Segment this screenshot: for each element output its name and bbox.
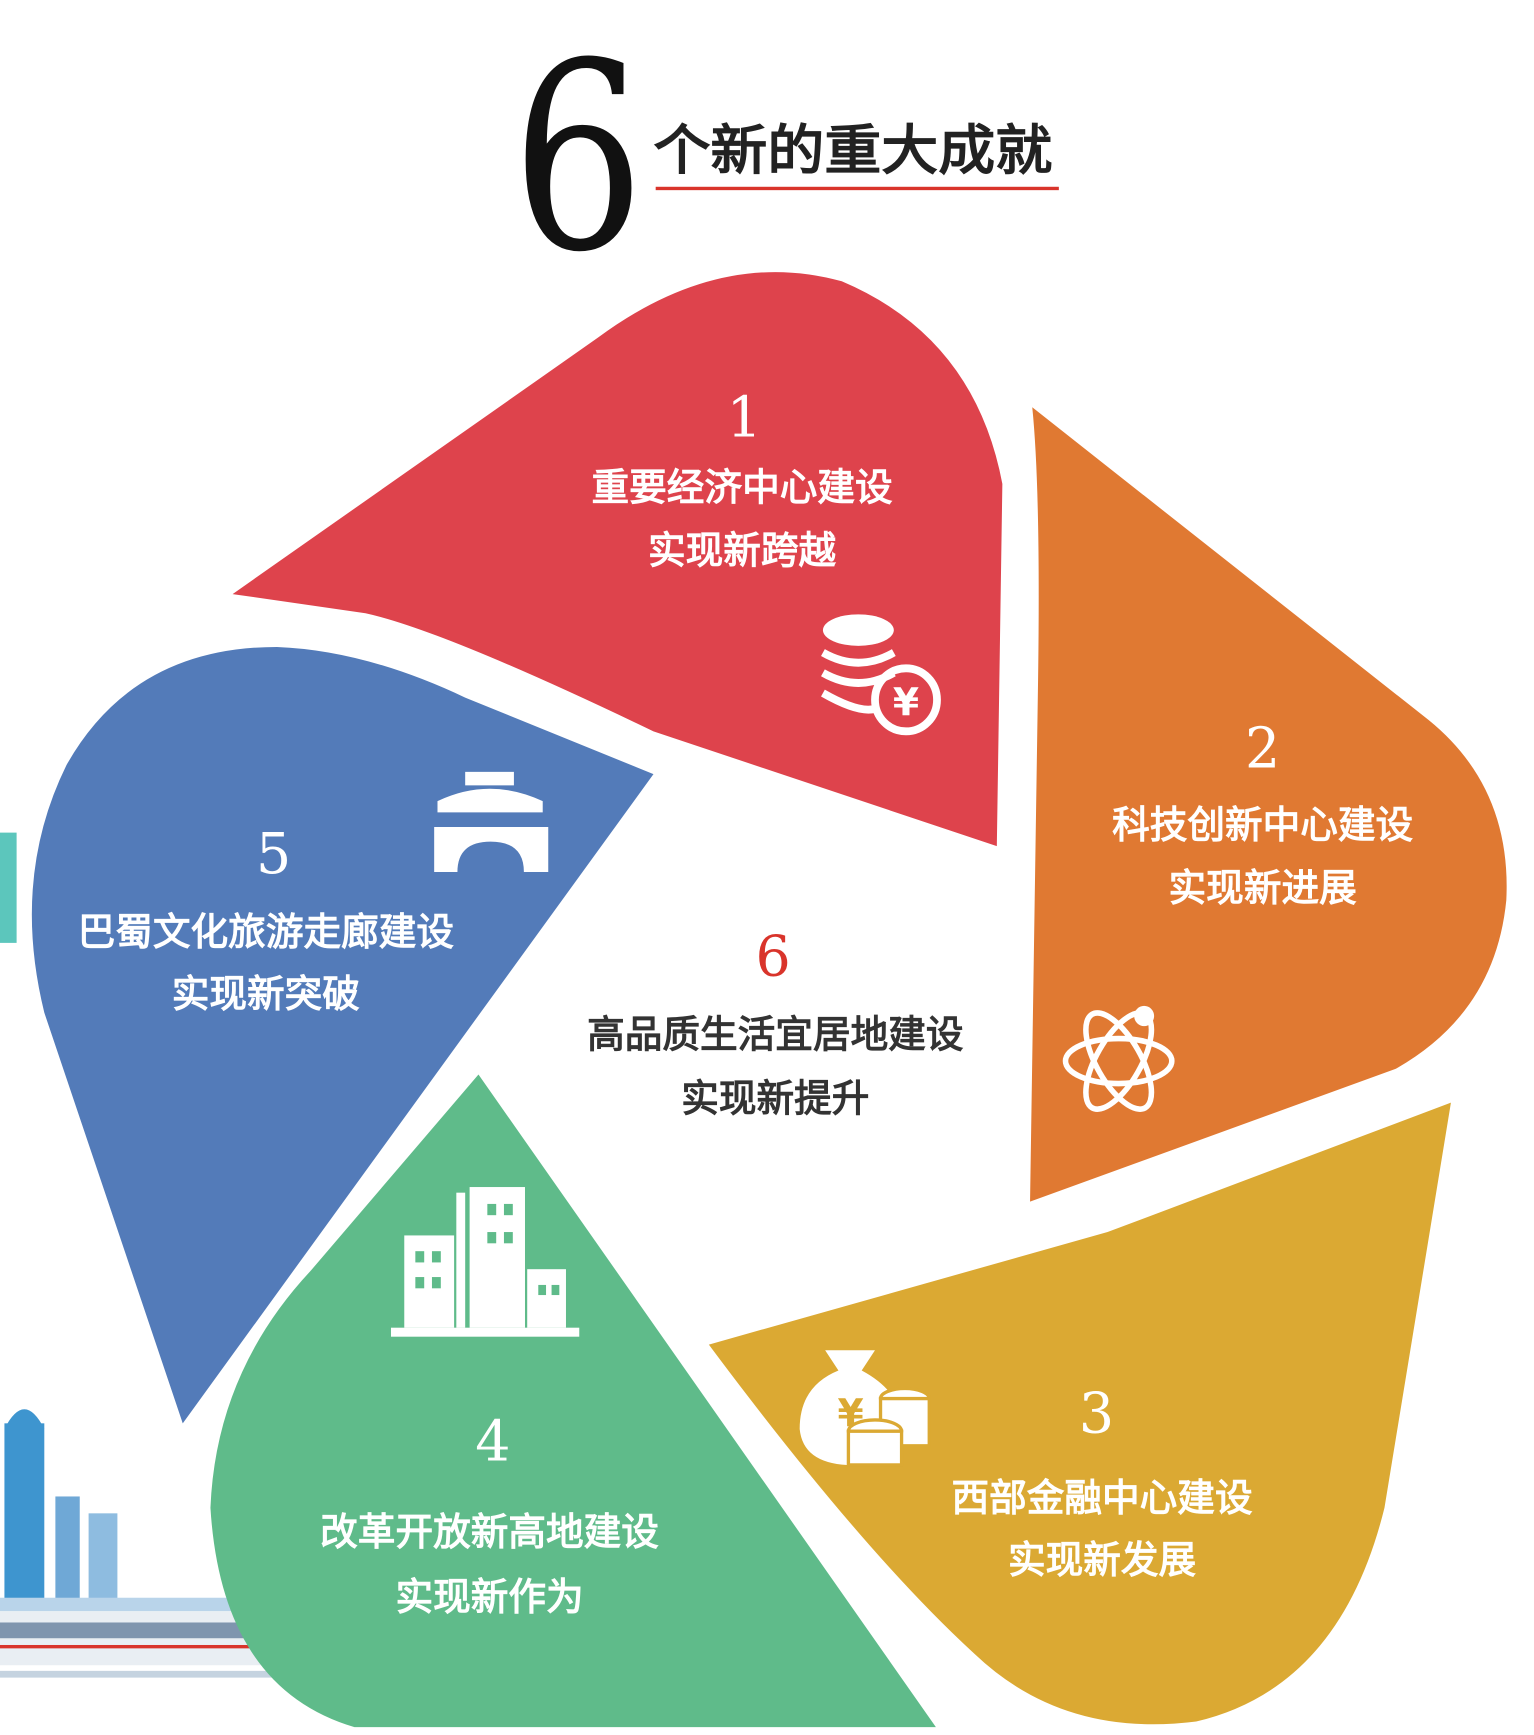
petal-1 (232, 272, 1003, 847)
petal-4-label: 4 改革开放新高地建设 实现新作为 (320, 1409, 659, 1619)
side-accent-bar (0, 832, 17, 943)
petal-5-label: 5 巴蜀文化旅游走廊建设 实现新突破 (78, 822, 454, 1016)
center-number: 6 (755, 924, 790, 990)
petal-2-line1: 科技创新中心建设 (1112, 803, 1413, 847)
buildings-icon (390, 1187, 580, 1337)
petal-5-line1: 巴蜀文化旅游走廊建设 (78, 910, 454, 954)
title-underline (655, 186, 1059, 191)
petal-3-label: 3 西部金融中心建设 实现新发展 (951, 1381, 1252, 1582)
petal-3 (708, 1102, 1451, 1725)
petal-2-label: 2 科技创新中心建设 实现新进展 (1112, 716, 1413, 910)
petal-2-number: 2 (1245, 716, 1280, 782)
center-line2: 实现新提升 (681, 1076, 869, 1120)
petal-4-line2: 实现新作为 (395, 1575, 583, 1619)
center-label: 6 高品质生活宜居地建设 实现新提升 (587, 924, 963, 1121)
petal-1-label: 1 重要经济中心建设 实现新跨越 (592, 385, 893, 573)
petal-1-line1: 重要经济中心建设 (592, 465, 893, 509)
center-line1: 高品质生活宜居地建设 (587, 1012, 963, 1056)
petal-1-number: 1 (727, 385, 762, 451)
city-train-illustration (0, 1409, 300, 1678)
title-number: 6 (512, 8, 645, 309)
petal-5-number: 5 (256, 822, 291, 888)
petal-1-line2: 实现新跨越 (648, 528, 836, 572)
petal-3-line2: 实现新发展 (1008, 1538, 1196, 1582)
atom-icon (1062, 1005, 1175, 1112)
petal-3-line1: 西部金融中心建设 (951, 1476, 1252, 1520)
svg-text:¥: ¥ (893, 680, 919, 724)
petal-5-line2: 实现新突破 (172, 972, 360, 1016)
coins-yuan-icon: ¥ (821, 614, 941, 736)
gate-icon (434, 771, 549, 873)
petal-4 (210, 1074, 936, 1728)
petal-4-number: 4 (475, 1409, 510, 1475)
money-bag-icon: ¥ (799, 1350, 931, 1467)
petal-2 (1030, 407, 1507, 1202)
petal-4-line1: 改革开放新高地建设 (320, 1510, 659, 1554)
petal-3-number: 3 (1079, 1381, 1114, 1447)
petal-2-line2: 实现新进展 (1169, 866, 1357, 910)
title-text: 个新的重大成就 (653, 118, 1052, 181)
